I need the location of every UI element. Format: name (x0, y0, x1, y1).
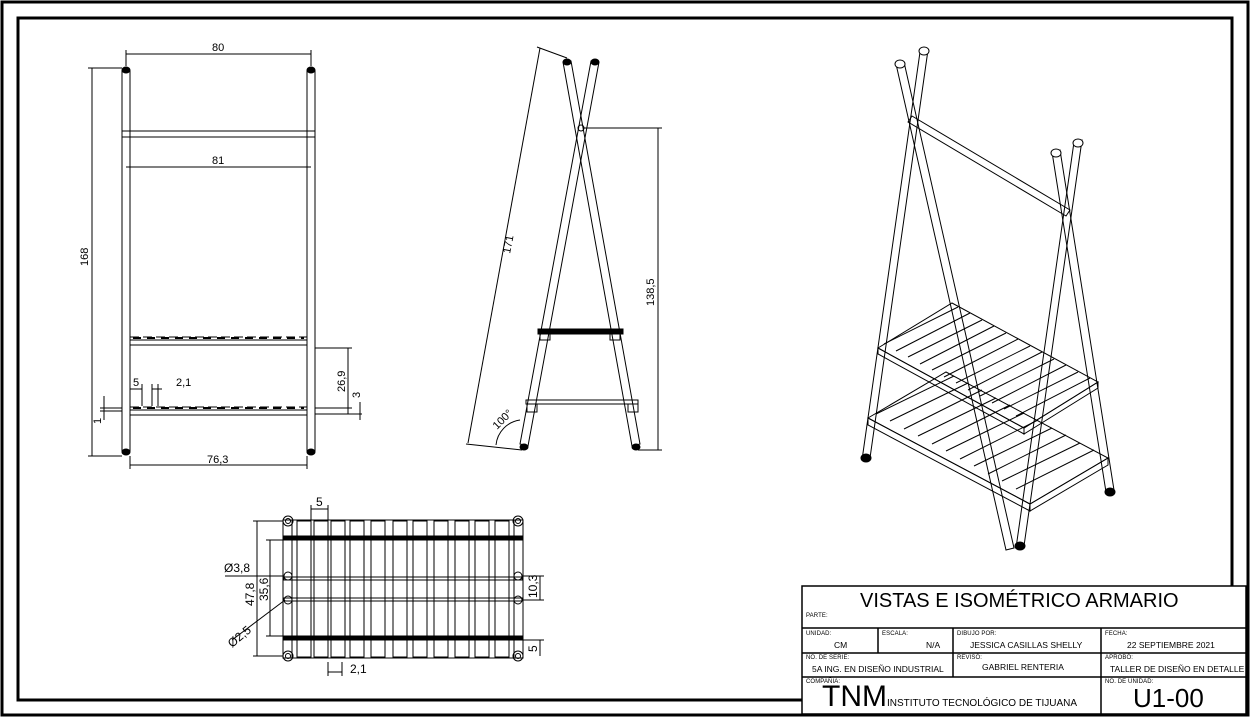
front-dim-1: 1 (92, 418, 104, 424)
unidad-value: CM (834, 640, 848, 650)
side-upper-shelf (537, 328, 624, 335)
reviso-label: REVISÓ: (957, 655, 983, 661)
escala-label: ESCALA: (882, 631, 909, 637)
top-dim-edge-5: 5 (526, 645, 540, 652)
fecha-label: FECHA: (1105, 631, 1128, 637)
top-dim-35-6: 35,6 (257, 577, 271, 601)
dibujo-label: DIBUJO POR: (957, 631, 997, 637)
compania-value: INSTITUTO TECNOLÓGICO DE TIJUANA (887, 698, 1078, 709)
iso-slats (875, 306, 1095, 490)
front-dim-5: 5 (133, 377, 139, 389)
top-dim-47-8: 47,8 (243, 582, 257, 606)
title-block-frame (801, 585, 1247, 715)
drawing-title: VISTAS E ISOMÉTRICO ARMARIO (860, 590, 1179, 612)
front-dim-2-1: 2,1 (176, 377, 191, 389)
front-dim-26-9: 26,9 (336, 371, 348, 392)
side-lower-shelf (525, 399, 639, 405)
dibujo-value: JESSICA CASILLAS SHELLY (970, 640, 1083, 650)
no-unidad-value: U1-00 (1133, 683, 1204, 713)
front-right-leg (306, 67, 316, 455)
parte-label: PARTE: (806, 613, 828, 619)
aprobo-value: TALLER DE DISEÑO EN DETALLE (1110, 664, 1245, 674)
top-dim-diameter-leg: Ø3,8 (224, 561, 250, 575)
front-view (88, 50, 362, 469)
side-leg-a (562, 60, 641, 447)
no-unidad-label: NO. DE UNIDAD: (1105, 679, 1154, 685)
tnm-logo: TNM (822, 680, 887, 713)
top-dim-10-3: 10,3 (526, 574, 540, 598)
front-upper-shelf (129, 339, 308, 346)
front-dim-81: 81 (212, 155, 224, 167)
front-dim-3: 3 (351, 392, 363, 398)
isometric-view (860, 46, 1116, 551)
inner-border (16, 16, 1234, 702)
top-frame (282, 519, 524, 659)
side-leg-b (519, 60, 600, 447)
top-view (225, 505, 544, 676)
reviso-value: GABRIEL RENTERIA (982, 662, 1064, 672)
serie-value: 5A ING. EN DISEÑO INDUSTRIAL (812, 664, 944, 674)
side-dim-138-5: 138,5 (645, 278, 657, 306)
front-dim-168: 168 (79, 248, 91, 266)
front-lower-shelf (129, 409, 308, 416)
escala-value: N/A (926, 640, 941, 650)
top-dim-2-1: 2,1 (350, 662, 367, 676)
front-dim-80: 80 (212, 42, 224, 54)
side-dim-171: 171 (501, 234, 516, 254)
front-hanging-rod (121, 130, 316, 138)
front-left-leg (121, 67, 131, 455)
serie-label: NO. DE SERIE: (806, 655, 850, 661)
unidad-label: UNIDAD: (806, 631, 832, 637)
side-view (465, 46, 662, 451)
aprobo-label: APROBÓ: (1105, 655, 1134, 661)
front-view-slat-marks (133, 337, 304, 409)
fecha-value: 22 SEPTIEMBRE 2021 (1127, 640, 1215, 650)
top-dim-5: 5 (316, 495, 323, 509)
compania-label: COMPAÑIA: (806, 679, 841, 685)
front-dim-76-3: 76,3 (207, 454, 228, 466)
